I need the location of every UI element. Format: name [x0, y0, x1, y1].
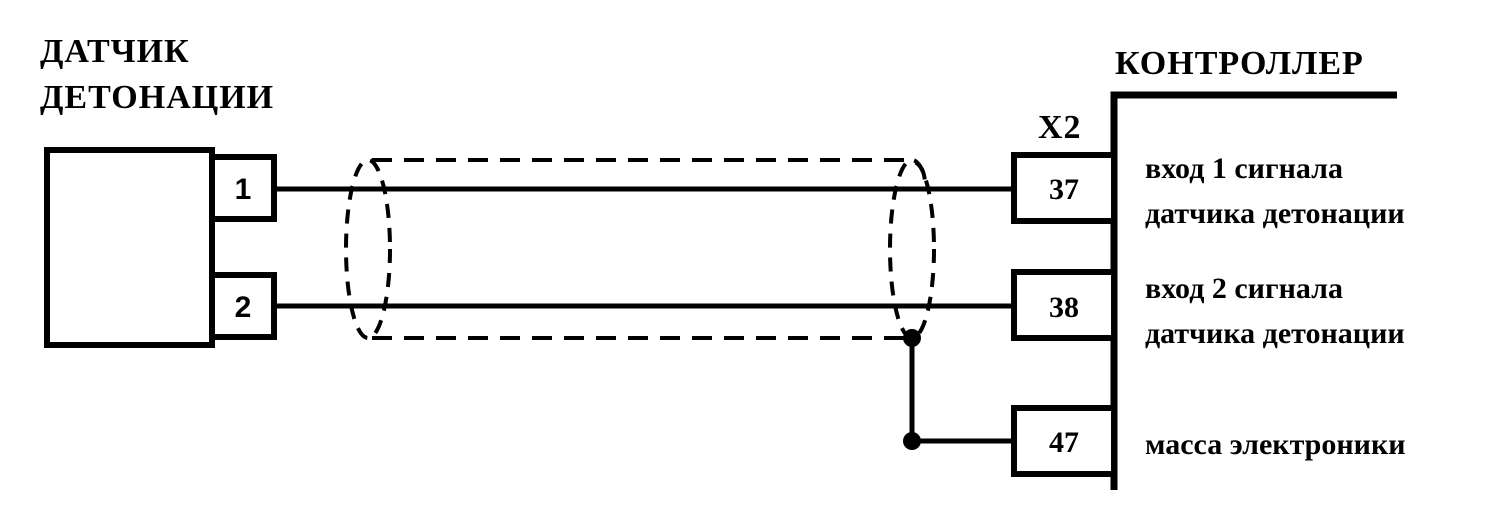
sensor-pin-1-box	[209, 154, 277, 222]
pin-38-desc-line2: датчика детонации	[1145, 317, 1405, 350]
connector-label-x2: X2	[1038, 109, 1082, 146]
shield-left-end	[344, 158, 392, 340]
controller-title: КОНТРОЛЛЕР	[1115, 45, 1364, 82]
sensor-title-line2: ДЕТОНАЦИИ	[40, 79, 274, 116]
sensor-pin-2-label: 2	[235, 291, 252, 324]
shield-junction-dot	[903, 329, 921, 347]
sensor-title-line1: ДАТЧИК	[40, 33, 190, 70]
controller-pin-38-label: 38	[1049, 291, 1079, 324]
pin-37-desc-line2: датчика детонации	[1145, 197, 1405, 230]
shield-right-end	[888, 158, 936, 340]
controller-outline	[1110, 91, 1397, 490]
ground-junction-dot	[903, 432, 921, 450]
controller-pin-37-label: 37	[1049, 173, 1079, 206]
cable-shield	[344, 158, 936, 340]
pin-37-desc-line1: вход 1 сигнала	[1145, 152, 1343, 185]
pin-38-desc-line1: вход 2 сигнала	[1145, 272, 1343, 305]
controller-pin-37-box	[1011, 152, 1117, 224]
controller-pin-47-box	[1011, 405, 1117, 477]
controller-pin-47-label: 47	[1049, 426, 1079, 459]
knock-sensor-body	[44, 147, 215, 348]
sensor-pin-1-label: 1	[235, 173, 252, 206]
pin-47-desc-line1: масса электроники	[1145, 428, 1406, 461]
sensor-pin-2-box	[209, 272, 277, 340]
shield-top-edge	[372, 158, 927, 186]
controller-pin-38-box	[1011, 269, 1117, 341]
